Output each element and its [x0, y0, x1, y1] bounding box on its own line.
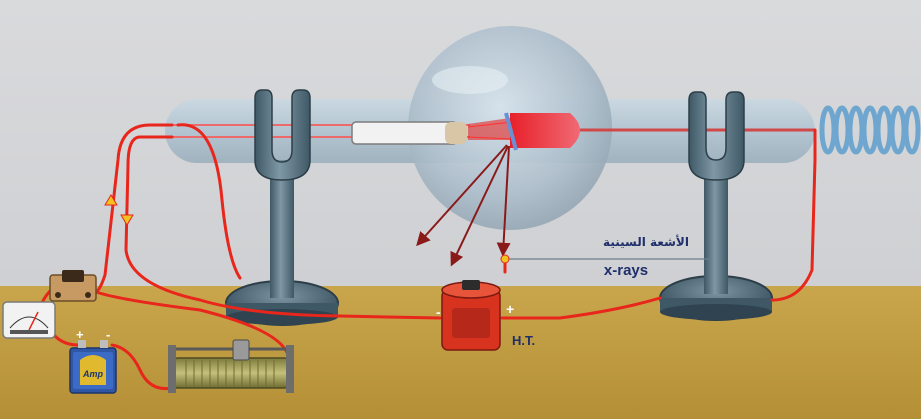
ht-plus-label: + [506, 301, 514, 317]
battery-brand-label: Amp [82, 369, 104, 379]
wire-cathode-top [94, 123, 174, 294]
xray-arrow-2 [450, 145, 509, 267]
ammeter [2, 301, 56, 339]
cathode-cup [445, 122, 467, 144]
ht-minus-label: - [436, 304, 441, 320]
xray-label-english: x-rays [604, 262, 648, 279]
wire-right-return [770, 128, 817, 302]
xray-tube [165, 26, 815, 267]
bulb-highlight [432, 66, 508, 94]
anode-target-face [504, 112, 518, 151]
xray-label-dot [500, 254, 510, 264]
cooling-coil [819, 105, 921, 155]
rheostat-slider [232, 339, 250, 361]
wire-battery-rheostat [110, 343, 174, 391]
battery: Amp + - [69, 327, 117, 394]
wire-ht-anode [500, 296, 662, 320]
ht-label: H.T. [512, 333, 535, 348]
left-stand-fork [254, 89, 311, 181]
right-stand [659, 91, 773, 321]
battery-plus-label: + [76, 327, 84, 342]
anode-target [510, 113, 580, 148]
high-tension-source: - + H.T. [436, 280, 535, 351]
xray-arrow-3 [496, 145, 511, 257]
rheostat [168, 339, 294, 393]
current-arrow-up [104, 194, 118, 206]
battery-minus-label: - [106, 327, 110, 342]
wire-rheostat-loop [176, 123, 242, 280]
right-stand-post [704, 160, 728, 294]
xray-label-arabic: الأشعة السينية [603, 234, 689, 249]
cathode-cylinder [351, 121, 458, 145]
left-stand-post [270, 160, 294, 298]
circuit-wires [38, 123, 817, 391]
right-stand-fork [688, 91, 745, 181]
switch [49, 270, 97, 302]
wire-cathode-bottom [124, 135, 442, 320]
xray-arrow-1 [416, 144, 508, 247]
current-arrow-down [120, 214, 134, 226]
wire-rheostat-switch [94, 290, 290, 357]
current-arrows [104, 194, 134, 226]
